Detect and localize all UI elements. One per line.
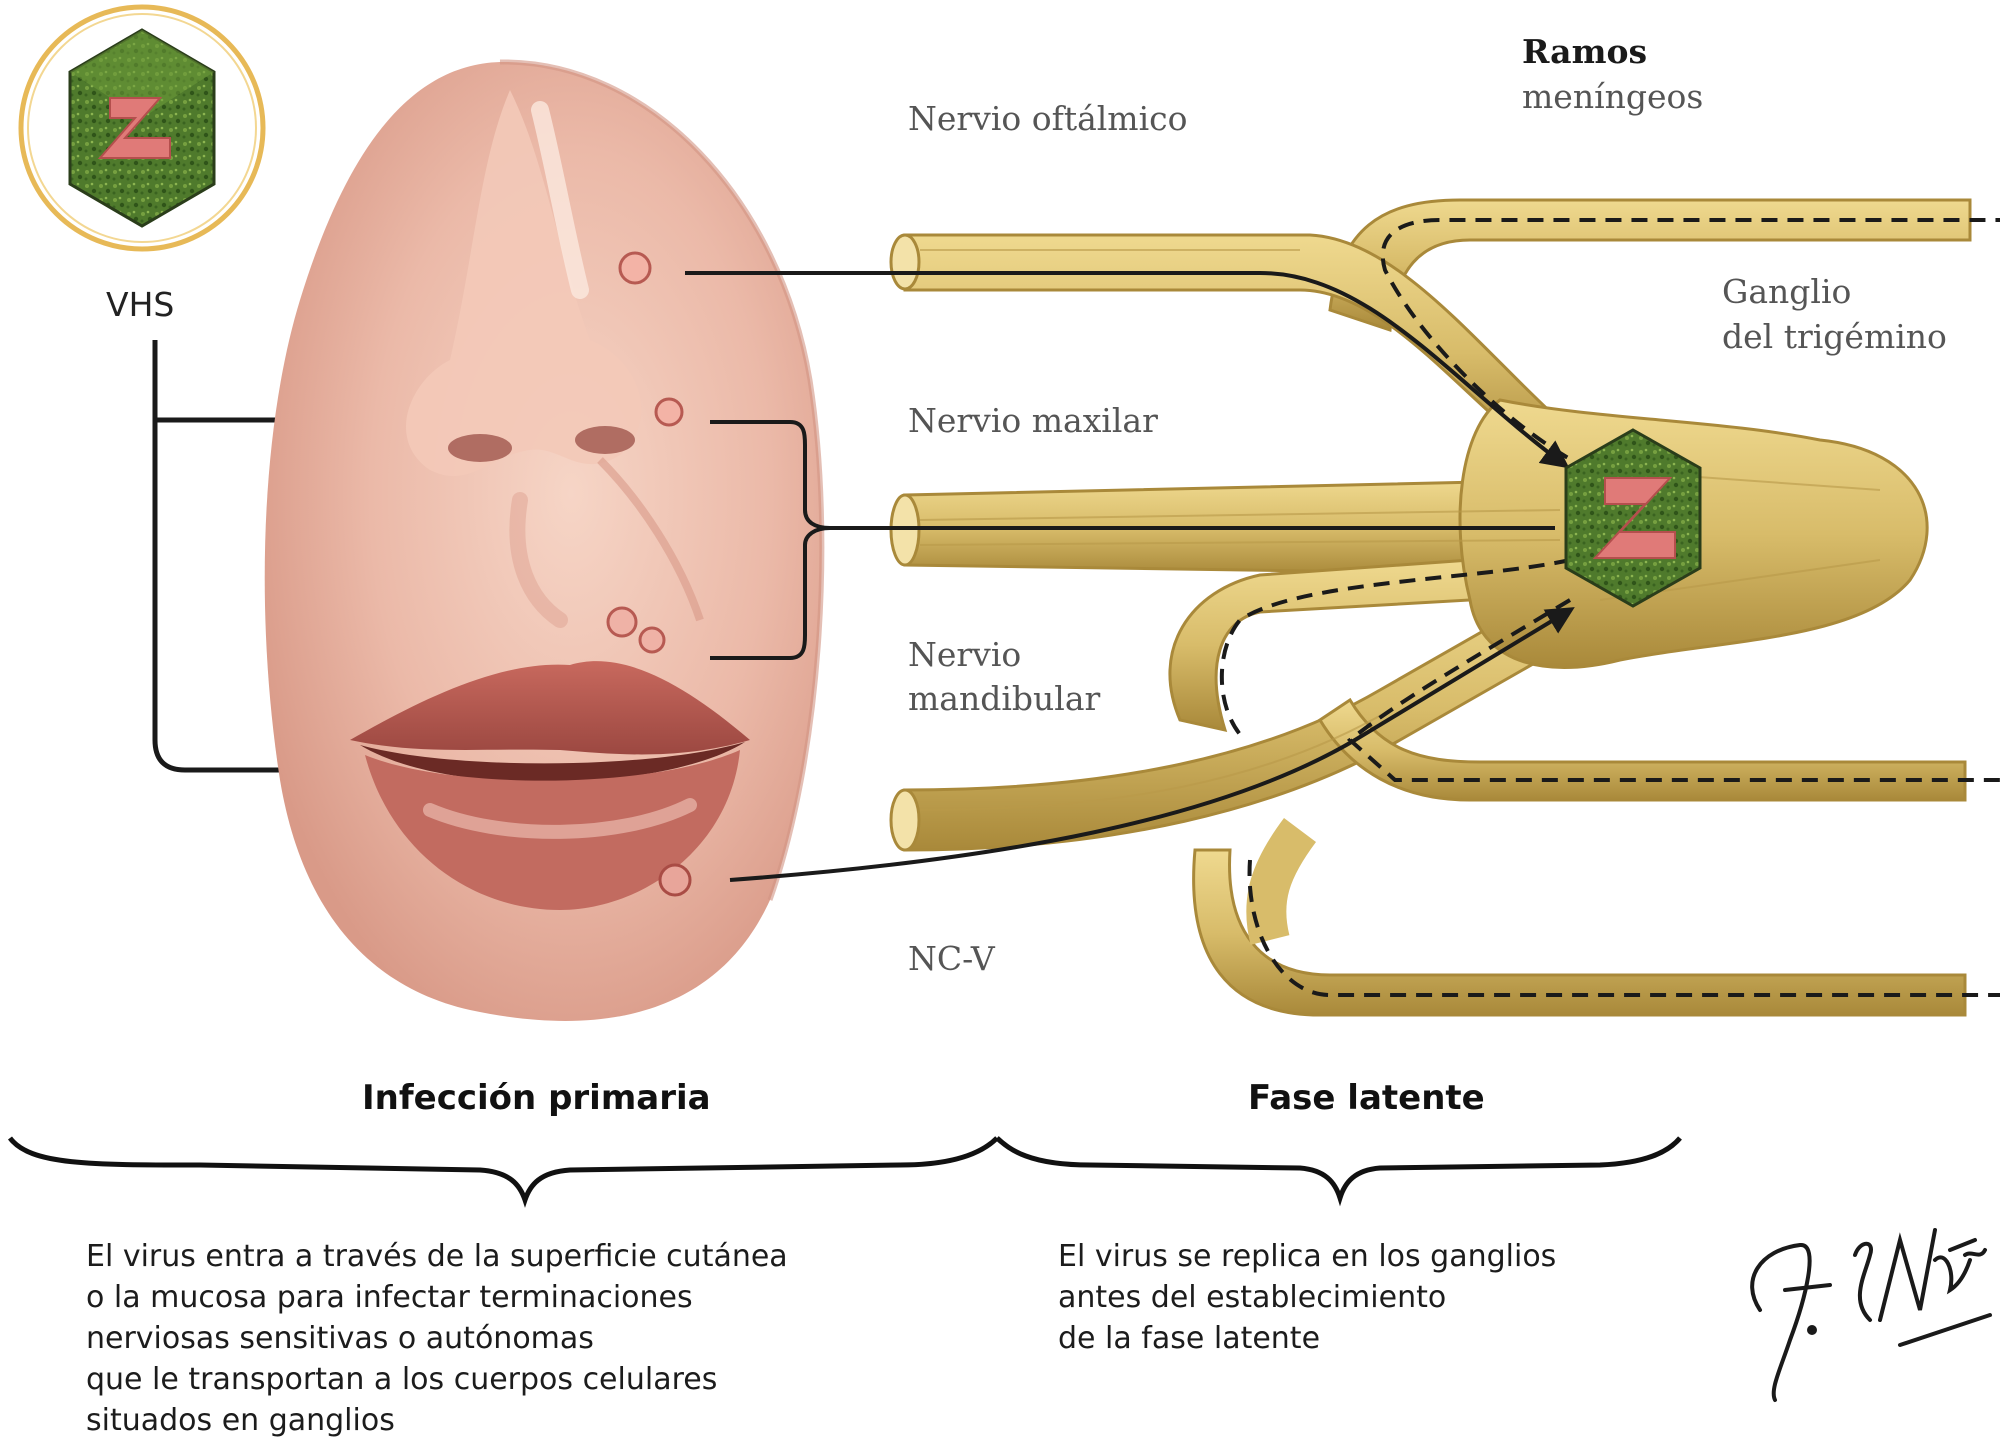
meningeal-label-line1: Ramos — [1522, 30, 1647, 74]
latent-description-line: de la fase latente — [1058, 1318, 1556, 1359]
primary-infection-description: El virus entra a través de la superficie… — [86, 1236, 788, 1441]
meningeal-label-line2: meníngeos — [1522, 75, 1703, 119]
maxillary-nerve-label: Nervio maxilar — [908, 399, 1158, 443]
primary-description-line: nerviosas sensitivas o autónomas — [86, 1318, 788, 1359]
ophthalmic-nerve-label: Nervio oftálmico — [908, 97, 1188, 141]
latent-description-line: El virus se replica en los ganglios — [1058, 1236, 1556, 1277]
primary-infection-title: Infección primaria — [362, 1078, 711, 1118]
mandibular-nerve-label-line2: mandibular — [908, 677, 1100, 721]
netter-signature — [1752, 1230, 1990, 1400]
ganglion-virus — [1566, 430, 1700, 606]
virus-badge — [21, 7, 263, 249]
ganglion-label-line2: del trigémino — [1722, 315, 1947, 359]
latent-phase-title: Fase latente — [1248, 1078, 1485, 1118]
latent-description-line: antes del establecimiento — [1058, 1277, 1556, 1318]
primary-description-line: El virus entra a través de la superficie… — [86, 1236, 788, 1277]
primary-description-line: situados en ganglios — [86, 1400, 788, 1441]
face-illustration — [265, 62, 822, 1021]
primary-description-line: que le transportan a los cuerpos celular… — [86, 1359, 788, 1400]
latent-phase-description: El virus se replica en los ganglios ante… — [1058, 1236, 1556, 1359]
ganglion-label-line1: Ganglio — [1722, 270, 1851, 314]
mandibular-nerve-label-line1: Nervio — [908, 633, 1021, 677]
virus-label: VHS — [106, 283, 174, 327]
phase-braces — [10, 1138, 1680, 1200]
cn5-label: NC-V — [908, 937, 995, 981]
primary-description-line: o la mucosa para infectar terminaciones — [86, 1277, 788, 1318]
